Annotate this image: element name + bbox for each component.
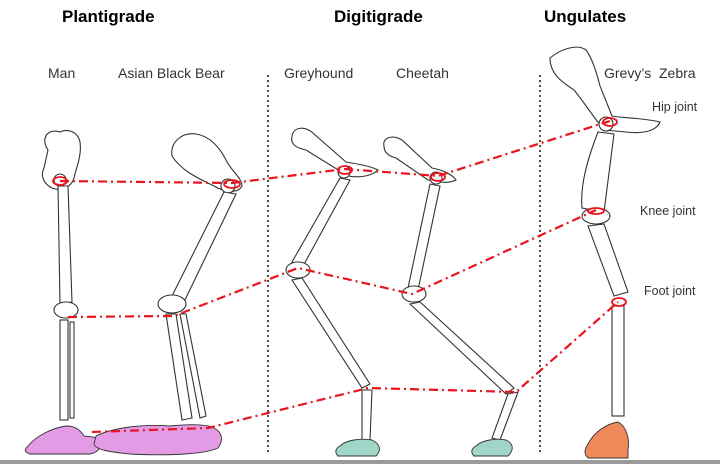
bear-pelvis (171, 133, 243, 192)
bear-foot (93, 424, 222, 456)
greyhound-foot (335, 438, 380, 457)
zebra-cannon-bone (611, 305, 625, 417)
man-leg-skeleton (41, 129, 81, 421)
cheetah-foot (471, 438, 513, 457)
hip-joint-line (59, 119, 611, 185)
joint-markers (52, 117, 627, 307)
heading-ungulates: Ungulates (544, 7, 627, 26)
knee-joint-line (67, 208, 597, 319)
zebra-leg-skeleton (549, 46, 661, 417)
man-fibula (69, 321, 75, 419)
joint-lines (59, 119, 619, 434)
cheetah-leg-skeleton (383, 136, 519, 441)
zebra-knee-marker (587, 207, 605, 215)
label-cheetah: Cheetah (396, 65, 449, 81)
label-grevys-zebra: Grevy’s Zebra (604, 65, 696, 81)
heading-digitigrade: Digitigrade (334, 7, 423, 26)
cheetah-metatarsus (491, 391, 519, 441)
cheetah-femur (407, 183, 441, 291)
bear-tibia (165, 313, 193, 421)
man-pelvis (41, 129, 81, 190)
ground-line (0, 460, 720, 464)
bear-femur (171, 191, 237, 303)
label-foot-joint: Foot joint (644, 284, 696, 298)
label-asian-black-bear: Asian Black Bear (118, 65, 225, 81)
label-greyhound: Greyhound (284, 65, 354, 81)
zebra-hoof (584, 421, 629, 459)
label-knee-joint: Knee joint (640, 204, 696, 218)
greyhound-pelvis (291, 127, 379, 178)
cheetah-tibia (408, 301, 515, 395)
man-knee (53, 301, 79, 319)
zebra-femur (581, 131, 615, 213)
man-femur (57, 185, 73, 305)
bear-fibula (179, 313, 207, 419)
bear-knee (157, 294, 187, 314)
label-hip-joint: Hip joint (652, 100, 698, 114)
cheetah-pelvis (383, 136, 457, 183)
man-hip-marker (52, 176, 68, 186)
zebra-hip-marker (602, 117, 618, 127)
greyhound-hip-marker (337, 165, 353, 175)
bear-leg-skeleton (157, 133, 243, 421)
foot-joint-line (91, 301, 619, 434)
bear-hip-marker (223, 179, 241, 189)
greyhound-femur (291, 177, 351, 269)
zebra-foot-marker (611, 297, 627, 307)
cheetah-hip-marker (430, 172, 446, 182)
zebra-pelvis (549, 46, 661, 134)
heading-plantigrade: Plantigrade (62, 7, 155, 26)
greyhound-tibia (291, 277, 371, 389)
man-tibia (59, 319, 69, 421)
greyhound-metatarsus (361, 389, 373, 441)
man-foot (24, 425, 102, 455)
zebra-tibia (587, 223, 629, 297)
label-man: Man (48, 65, 76, 81)
